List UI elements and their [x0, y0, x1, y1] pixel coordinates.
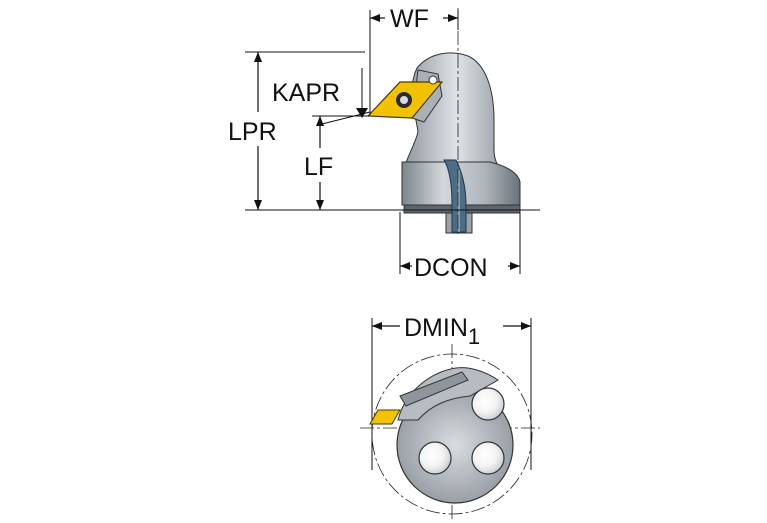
dmin-label: DMIN1 [404, 314, 480, 349]
wf-label: WF [390, 5, 429, 33]
dcon-label: DCON [414, 254, 488, 282]
end-view: DMIN1 [360, 314, 540, 520]
side-view: WF KAPR LPR LF [228, 5, 540, 282]
end-view-insert [369, 409, 401, 425]
lpr-label: LPR [228, 118, 277, 146]
kapr-annotation: KAPR [272, 68, 371, 125]
dcon-dimension: DCON [399, 212, 521, 282]
tool-body [401, 52, 521, 234]
cutting-insert [366, 75, 444, 119]
dmin-dimension: DMIN1 [371, 314, 532, 470]
dmin-subscript: 1 [468, 324, 480, 349]
circle-hole-icon [418, 441, 452, 475]
lpr-dimension: LPR [228, 51, 540, 211]
circle-hole-icon [471, 387, 505, 421]
circle-hole-icon [471, 441, 505, 475]
wf-dimension: WF [369, 5, 459, 115]
lf-dimension: LF [304, 115, 340, 210]
kapr-label: KAPR [272, 79, 340, 107]
clamp-hole-icon [428, 75, 438, 85]
coolant-holes [418, 387, 505, 475]
lf-label: LF [304, 153, 333, 181]
